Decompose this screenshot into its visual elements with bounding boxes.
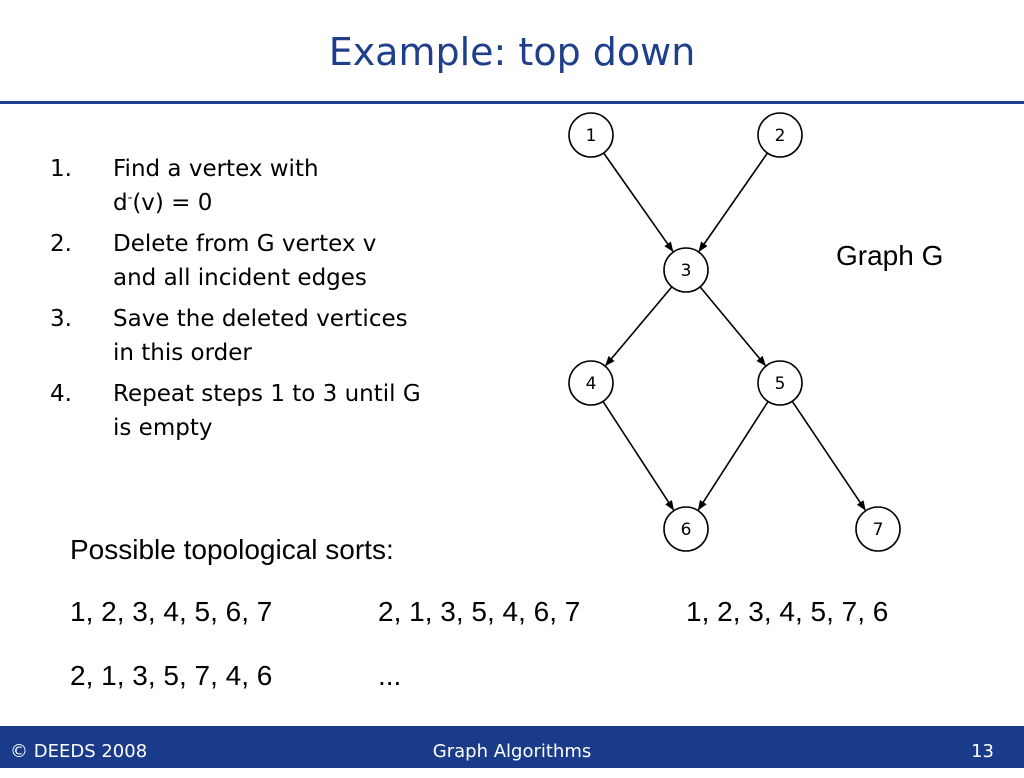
- footer-copyright: © DEEDS 2008: [10, 741, 148, 762]
- step-item: 1. Find a vertex with d-(v) = 0: [50, 152, 520, 220]
- vertex-4-circle: [568, 360, 614, 406]
- slide-title: Example: top down: [328, 30, 696, 74]
- edge-4-6: [602, 401, 675, 511]
- sort-sequence: 2, 1, 3, 5, 7, 4, 6: [70, 660, 273, 691]
- sort-sequence: 1, 2, 3, 4, 5, 7, 6: [686, 596, 889, 627]
- vertex-3-circle: [663, 247, 709, 293]
- edge-2-3: [698, 152, 769, 252]
- step-text: Save the deleted vertices: [113, 306, 408, 332]
- step-number: 1.: [50, 156, 72, 182]
- vertex-1-circle: [568, 112, 614, 158]
- edge-5-7: [791, 400, 866, 511]
- sort-ellipsis: ...: [378, 660, 402, 691]
- sorts-row: 2, 1, 3, 5, 7, 4, 6 ...: [70, 656, 970, 696]
- sorts-heading: Possible topological sorts:: [70, 534, 394, 565]
- step-item: 3. Save the deleted vertices in this ord…: [50, 302, 520, 370]
- vertex-3-label: 3: [681, 261, 692, 281]
- footer-bar: © DEEDS 2008 Graph Algorithms 13: [0, 726, 1024, 768]
- step-text: in this order: [113, 340, 252, 366]
- title-divider: [0, 101, 1024, 104]
- step-text: and all incident edges: [113, 265, 367, 291]
- step-item: 2. Delete from G vertex v and all incide…: [50, 227, 520, 295]
- vertex-6-label: 6: [681, 520, 692, 540]
- steps-list: 1. Find a vertex with d-(v) = 0 2. Delet…: [50, 152, 520, 452]
- vertex-7-label: 7: [873, 520, 884, 540]
- step-text: Repeat steps 1 to 3 until G: [113, 381, 421, 407]
- edge-1-3: [603, 152, 674, 253]
- footer-course-title: Graph Algorithms: [432, 741, 592, 762]
- step-text-formula-suffix: (v) = 0: [132, 190, 213, 216]
- step-text: Find a vertex with: [113, 156, 319, 182]
- edge-5-6: [697, 401, 769, 511]
- step-text: Delete from G vertex v: [113, 231, 377, 257]
- footer-page-number: 13: [971, 741, 994, 762]
- step-text-formula-prefix: d: [113, 190, 128, 216]
- step-number: 3.: [50, 306, 72, 332]
- step-number: 4.: [50, 381, 72, 407]
- vertex-5-label: 5: [775, 374, 786, 394]
- vertex-1-label: 1: [586, 126, 597, 146]
- edge-3-4: [605, 286, 673, 367]
- step-text: is empty: [113, 415, 213, 441]
- sort-sequence: 1, 2, 3, 4, 5, 6, 7: [70, 596, 273, 627]
- step-number: 2.: [50, 231, 72, 257]
- graph-label: Graph G: [836, 240, 944, 271]
- step-text-formula-superscript: -: [127, 190, 133, 206]
- vertex-4-label: 4: [586, 374, 597, 394]
- topological-sorts: Possible topological sorts: 1, 2, 3, 4, …: [70, 532, 970, 696]
- vertex-5-circle: [757, 360, 803, 406]
- vertex-2-circle: [757, 112, 803, 158]
- sort-sequence: 2, 1, 3, 5, 4, 6, 7: [378, 596, 581, 627]
- step-item: 4. Repeat steps 1 to 3 until G is empty: [50, 377, 520, 445]
- sorts-row: 1, 2, 3, 4, 5, 6, 7 2, 1, 3, 5, 4, 6, 7 …: [70, 592, 970, 632]
- vertex-6-circle: [663, 506, 709, 552]
- vertex-7-circle: [855, 506, 901, 552]
- edge-3-5: [699, 286, 766, 367]
- vertex-2-label: 2: [775, 126, 786, 146]
